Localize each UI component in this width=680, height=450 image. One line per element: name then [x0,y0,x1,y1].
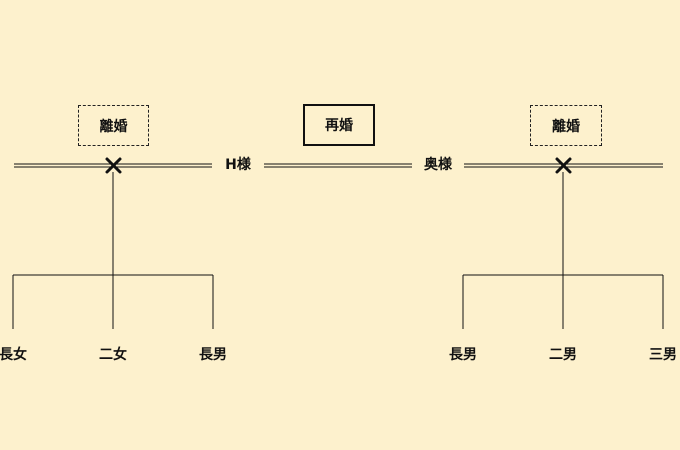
left-child-1: 長女 [0,347,27,363]
left-divorce-cross-icon [105,157,122,174]
remarriage-box: 再婚 [303,104,375,146]
right-divorce-box: 離婚 [530,105,602,146]
right-children-connector [462,172,664,329]
right-child-3: 三男 [649,347,677,363]
left-child-2: 二女 [99,347,127,363]
husband-name: H様 [225,157,251,173]
left-divorce-label: 離婚 [99,118,128,135]
middle-marriage-line [264,163,412,168]
left-child-3: 長男 [199,347,227,363]
right-divorce-cross-icon [555,157,572,174]
right-child-1: 長男 [449,347,477,363]
wife-name: 奥様 [424,157,452,173]
right-child-2: 二男 [549,347,577,363]
remarriage-label: 再婚 [325,118,353,134]
left-divorce-box: 離婚 [78,105,149,146]
right-divorce-label: 離婚 [552,118,580,135]
left-children-connector [12,172,214,329]
